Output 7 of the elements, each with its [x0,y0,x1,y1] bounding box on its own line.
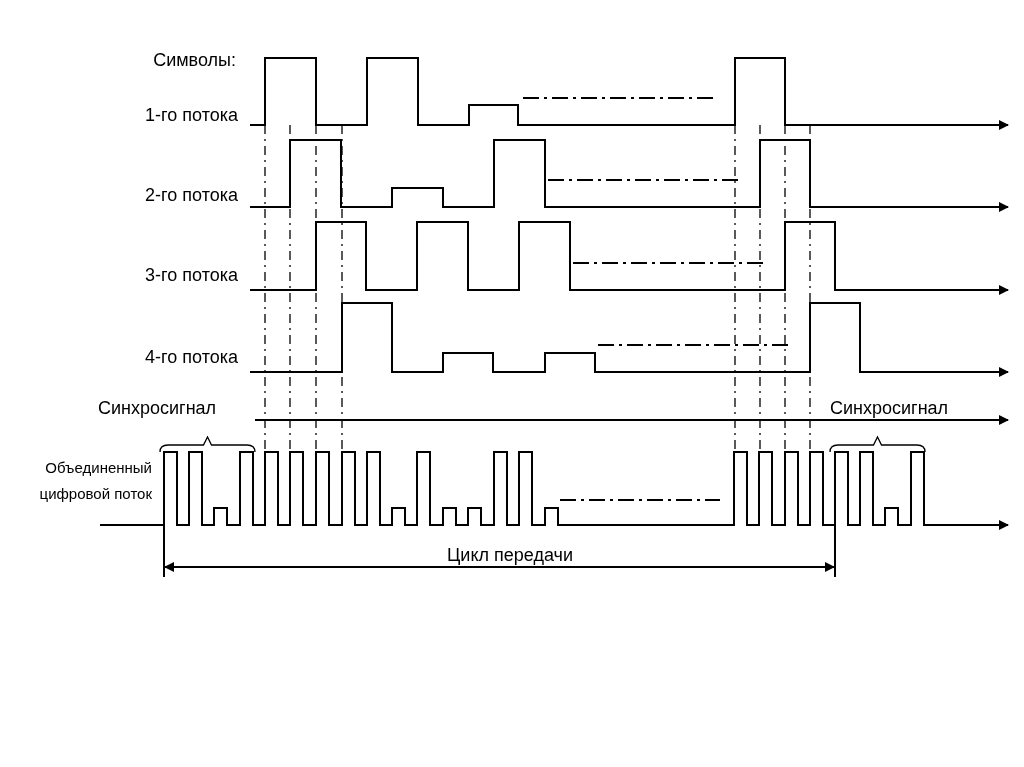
signal-label: 2-го потока [144,185,238,205]
dimension-label: Цикл передачи [446,545,574,565]
signal-label: 1-го потока [144,105,238,125]
signal-label: 4-го потока [144,347,238,367]
signal-label: Объединенный цифровой поток [38,458,152,504]
signal-label: Символы: [152,50,236,70]
signal-label: 3-го потока [144,265,238,285]
